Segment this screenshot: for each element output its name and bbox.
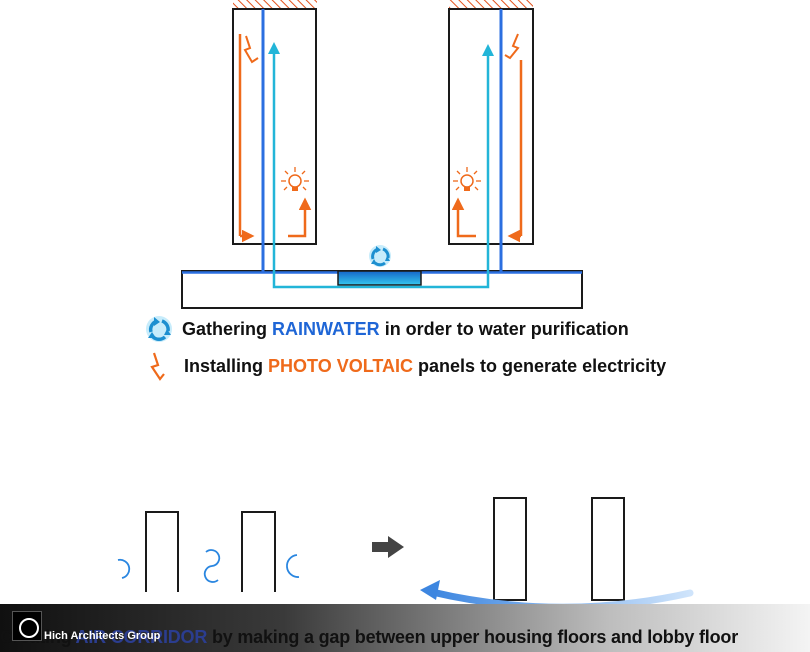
legend-pv-text: Installing PHOTO VOLTAIC panels to gener…	[184, 356, 666, 377]
right-arrow-icon	[372, 536, 404, 558]
lightning-icon	[146, 351, 176, 381]
caption: Creating AIR CORRIDOR by making a gap be…	[0, 627, 738, 648]
legend-pv-highlight: PHOTO VOLTAIC	[268, 355, 414, 376]
wind-swirl-icon	[117, 558, 131, 579]
right-pv-up-arrow	[451, 197, 476, 238]
building-a-before	[145, 511, 179, 592]
recycle-icon	[369, 245, 391, 267]
caption-suffix: by making a gap between upper housing fl…	[207, 627, 738, 647]
footer-bar	[0, 604, 810, 652]
light-bulb-icon	[453, 167, 481, 191]
building-b-after	[591, 497, 625, 601]
caption-highlight: AIR CORRIDOR	[75, 627, 208, 647]
air-corridor-arrowhead	[420, 580, 440, 600]
left-pv-up-arrow	[288, 197, 312, 238]
legend-rainwater-prefix: Gathering	[182, 318, 273, 339]
right-tower	[448, 8, 534, 245]
legend-pv-prefix: Installing	[184, 355, 269, 376]
light-bulb-icon	[281, 167, 309, 191]
right-water-arrowhead	[482, 44, 494, 56]
wind-swirl-icon	[203, 549, 221, 583]
lightning-icon	[243, 35, 259, 64]
rainwater-pool	[337, 270, 422, 286]
watermark: Hich Architects Group	[44, 630, 161, 642]
water-supply-pipe	[272, 46, 490, 289]
wind-swirl-icon	[286, 554, 300, 578]
building-a-after	[493, 497, 527, 601]
legend-pv: Installing PHOTO VOLTAIC panels to gener…	[146, 351, 666, 381]
recycle-icon	[144, 314, 174, 344]
left-water-arrowhead	[268, 42, 280, 54]
right-roof-hatch	[449, 0, 533, 9]
left-roof-hatch	[233, 0, 317, 9]
legend-rainwater-suffix: in order to water purification	[379, 318, 629, 339]
legend-rainwater-highlight: RAINWATER	[272, 318, 380, 339]
legend-rainwater: Gathering RAINWATER in order to water pu…	[144, 314, 629, 344]
legend-rainwater-text: Gathering RAINWATER in order to water pu…	[182, 319, 629, 340]
logo-icon	[12, 611, 42, 641]
building-b-before	[241, 511, 276, 592]
legend-pv-suffix: panels to generate electricity	[413, 355, 667, 376]
lightning-icon	[504, 33, 520, 60]
